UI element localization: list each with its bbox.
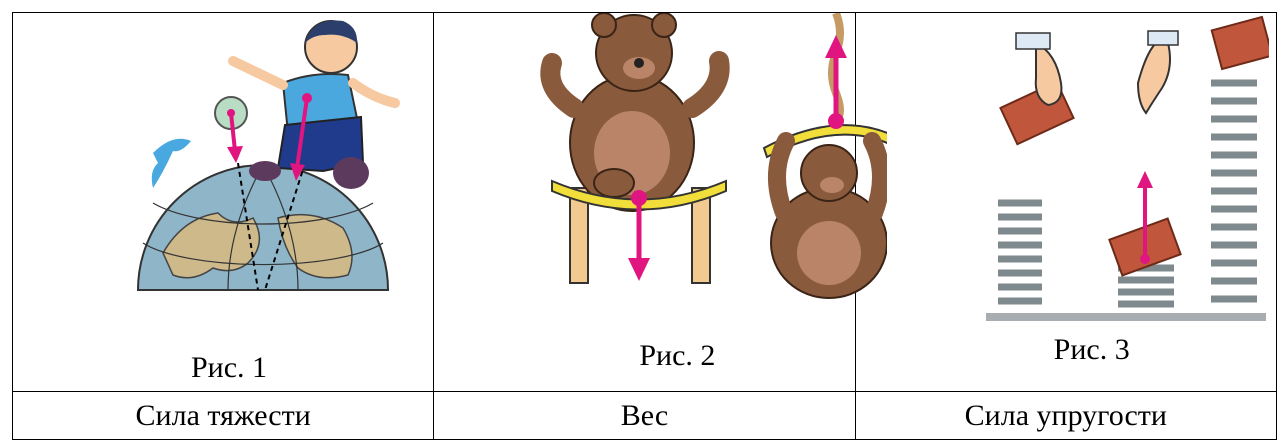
spring-left-icon	[997, 199, 1042, 305]
elastic-force-illustration	[985, 15, 1269, 321]
figure-cell-2: Рис. 2	[433, 12, 888, 392]
figure-cell-3: Рис. 3	[854, 12, 1278, 392]
gravity-illustration	[136, 20, 400, 291]
figure-caption-3: Рис. 3	[1053, 333, 1130, 366]
force-label-elastic: Сила упругости	[854, 391, 1278, 440]
figure-caption-1: Рис. 1	[191, 351, 268, 384]
figure-table: Рис. 1	[11, 12, 1278, 440]
figure-caption-2: Рис. 2	[639, 339, 716, 372]
figure-cell-1: Рис. 1	[11, 12, 435, 392]
weight-illustration	[540, 13, 888, 299]
force-label-weight: Вес	[433, 391, 856, 440]
force-label-gravity: Сила тяжести	[11, 391, 435, 440]
